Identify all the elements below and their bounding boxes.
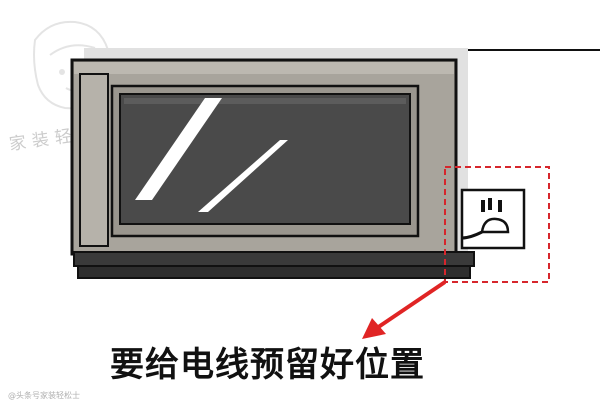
window-sill-bottom <box>77 265 471 279</box>
corner-watermark: @头条号家装轻松士 <box>8 390 80 400</box>
caption-text: 要给电线预留好位置 <box>110 345 425 385</box>
plug-cord <box>461 230 483 240</box>
window-frame-top <box>74 62 454 74</box>
window-sill-top <box>73 251 475 267</box>
socket-highlight-box <box>444 166 550 283</box>
pointer-arrow-head <box>362 318 386 339</box>
plug-icon <box>480 217 510 234</box>
pointer-arrow-shaft <box>372 280 447 332</box>
glass-reflection-2 <box>198 140 288 212</box>
window-left-post <box>79 73 109 247</box>
glass-top-band <box>124 98 406 104</box>
glass-reflection-1 <box>135 98 222 200</box>
